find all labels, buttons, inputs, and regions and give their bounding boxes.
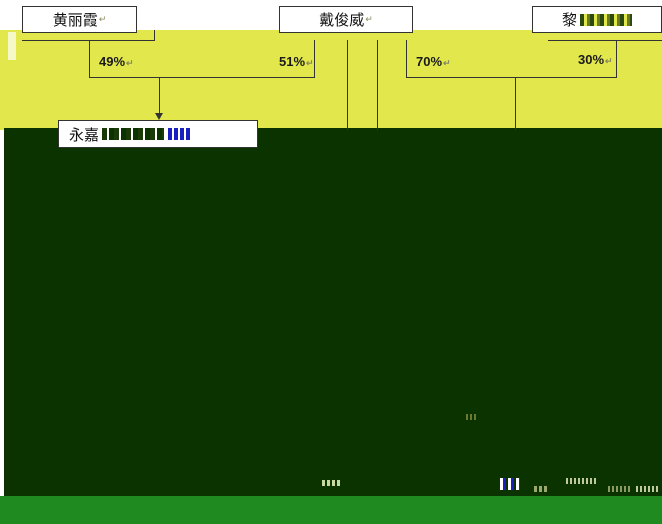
connector-line [377, 40, 378, 130]
render-artifact [608, 486, 632, 492]
pct-value: 70% [416, 54, 443, 69]
connector-line [159, 78, 160, 114]
paragraph-mark: ↵ [365, 14, 373, 25]
paragraph-mark: ↵ [443, 58, 451, 68]
edge-label-huang-yongjia: 49%↵ [99, 54, 134, 69]
chart-background-band [0, 30, 662, 130]
garbled-text [102, 128, 165, 140]
pct-value: 51% [279, 54, 306, 69]
render-artifact [466, 414, 476, 420]
node-label: 黎 [561, 11, 577, 29]
render-artifact [534, 486, 548, 492]
node-huang-lixia: 黄丽霞↵ [22, 6, 137, 33]
pct-value: 49% [99, 54, 126, 69]
connector-line [314, 40, 315, 78]
paragraph-mark: ↵ [306, 58, 314, 68]
connector-line [154, 30, 155, 40]
node-label: 永嘉 [69, 125, 100, 144]
paragraph-mark: ↵ [126, 58, 134, 68]
render-artifact [566, 478, 596, 484]
paragraph-mark: ↵ [98, 14, 107, 25]
connector-line [89, 40, 90, 78]
node-label: 黄丽霞 [52, 11, 98, 29]
arrowhead [155, 113, 163, 120]
edge-label-dai-yongjia: 51%↵ [279, 54, 314, 69]
connector-line [22, 40, 155, 41]
connector-line [406, 77, 617, 78]
connector-line [548, 40, 662, 41]
node-dai-junwei: 戴俊威↵ [279, 6, 413, 33]
dark-region [4, 128, 662, 496]
paragraph-mark: ↵ [605, 56, 613, 66]
pct-value: 30% [578, 52, 605, 67]
node-li-partial: 黎 [532, 6, 662, 33]
bottom-strip [0, 496, 662, 524]
connector-line [89, 77, 315, 78]
render-artifact [322, 480, 340, 486]
connector-line [406, 40, 407, 78]
connector-line [347, 40, 348, 130]
node-label: 戴俊威 [319, 11, 365, 29]
edge-label-dai-right: 70%↵ [416, 54, 451, 69]
node-yongjia-partial: 永嘉 [58, 120, 258, 148]
garbled-text [168, 128, 193, 140]
render-artifact [8, 32, 16, 60]
connector-line [616, 40, 617, 78]
render-artifact [636, 486, 658, 492]
render-artifact [500, 478, 520, 490]
garbled-text [580, 13, 632, 26]
connector-line [515, 78, 516, 130]
edge-label-li-right: 30%↵ [578, 52, 613, 67]
